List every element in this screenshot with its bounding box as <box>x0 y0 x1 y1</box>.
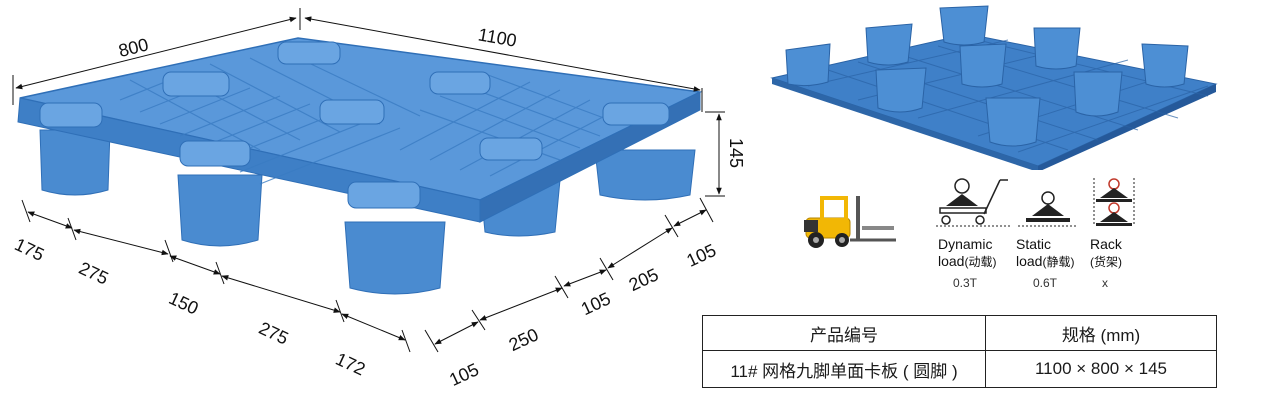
header-spec: 规格 (mm) <box>985 315 1217 351</box>
forklift-icon <box>804 196 896 248</box>
dim-left-4: 275 <box>256 318 292 349</box>
rack-load-label: Rack (货架) <box>1090 236 1122 269</box>
static-load-value: 0.6T <box>1033 276 1058 290</box>
rack-load-icon <box>1093 178 1135 226</box>
static-load-icon <box>1018 191 1078 227</box>
table-row: 11# 网格九脚单面卡板 ( 圆脚 ) 1100 × 800 × 145 <box>702 350 1217 388</box>
rack-load-value: x <box>1102 276 1108 290</box>
dim-left-1: 175 <box>12 234 48 265</box>
dim-height-label: 145 <box>726 138 746 168</box>
pallet-dimension-drawing: 800 1100 145 175 275 150 275 172 105 250… <box>12 8 746 390</box>
dim-right-1: 105 <box>446 359 482 390</box>
dim-right-5: 105 <box>684 240 720 271</box>
dim-length-label: 1100 <box>477 24 519 50</box>
dim-left-5: 172 <box>333 349 369 380</box>
header-product-code: 产品编号 <box>702 315 986 351</box>
dim-width-label: 800 <box>116 34 150 61</box>
spec-table: 产品编号 规格 (mm) 11# 网格九脚单面卡板 ( 圆脚 ) 1100 × … <box>702 315 1217 388</box>
dim-right-3: 105 <box>578 288 614 319</box>
dim-right-4: 205 <box>626 264 662 295</box>
cell-product-spec: 1100 × 800 × 145 <box>985 350 1217 388</box>
dim-left-3: 150 <box>166 288 202 319</box>
cell-product-name: 11# 网格九脚单面卡板 ( 圆脚 ) <box>702 350 986 388</box>
pallet-bottom-view <box>770 5 1218 170</box>
dynamic-load-value: 0.3T <box>953 276 978 290</box>
static-load-label: Static load(静载) <box>1016 236 1075 269</box>
table-header-row: 产品编号 规格 (mm) <box>702 315 1217 351</box>
dynamic-load-icon <box>936 178 1012 227</box>
dim-right-2: 250 <box>506 324 542 355</box>
dynamic-load-label: Dynamic load(动载) <box>938 236 997 269</box>
dim-left-2: 275 <box>76 258 112 289</box>
dimension-lines <box>12 8 725 353</box>
